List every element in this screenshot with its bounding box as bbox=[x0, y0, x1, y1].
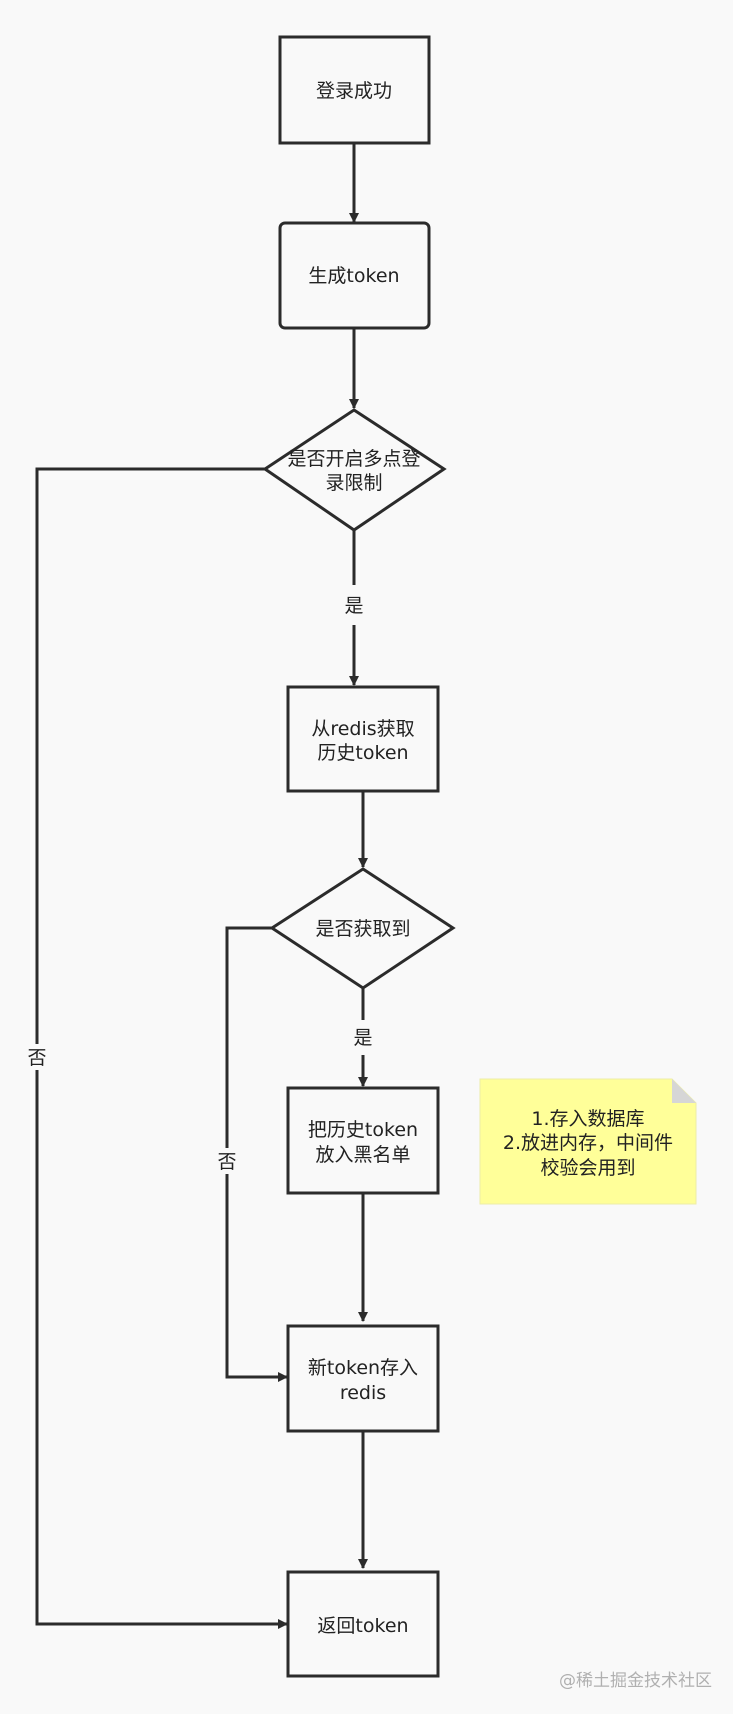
sticky-note-line2: 2.放进内存，中间件 bbox=[503, 1132, 673, 1154]
edge-label-multi-login-yes: 是 bbox=[344, 595, 363, 617]
edge-label-multi-login-no: 否 bbox=[27, 1047, 46, 1069]
node-fetched-check-label: 是否获取到 bbox=[315, 918, 410, 940]
edge-label-fetched-yes: 是 bbox=[353, 1027, 372, 1049]
node-get-history-token-shape bbox=[286, 685, 440, 793]
node-multi-login-check-shape bbox=[262, 408, 447, 532]
sticky-note-line3: 校验会用到 bbox=[540, 1157, 635, 1179]
node-get-history-token-label-line1: 从redis获取 bbox=[311, 718, 414, 740]
edge-label-fetched-no: 否 bbox=[217, 1151, 236, 1173]
node-fetched-check-shape bbox=[269, 867, 456, 990]
watermark: @稀土掘金技术社区 bbox=[559, 1671, 712, 1691]
edge-decision-no bbox=[35, 467, 288, 1629]
node-generate-token: 生成token bbox=[278, 221, 431, 330]
node-login-success-label: 登录成功 bbox=[316, 80, 392, 102]
node-blacklist-token-shape bbox=[286, 1086, 440, 1195]
edge-label-multi-login-no-bg bbox=[25, 1044, 49, 1070]
node-store-new-token-shape bbox=[286, 1324, 440, 1433]
node-blacklist-token-label-line1: 把历史token bbox=[308, 1119, 418, 1141]
node-return-token-label: 返回token bbox=[317, 1615, 408, 1637]
node-store-new-token-label-line2: redis bbox=[340, 1382, 386, 1404]
node-return-token: 返回token bbox=[286, 1570, 440, 1678]
node-multi-login-check-label-line2: 录限制 bbox=[325, 472, 382, 494]
node-fetched-check: 是否获取到 bbox=[269, 867, 456, 990]
node-blacklist-token: 把历史token 放入黑名单 bbox=[286, 1086, 440, 1195]
node-login-success: 登录成功 bbox=[278, 35, 431, 145]
sticky-note-body bbox=[479, 1078, 697, 1205]
sticky-note-line1: 1.存入数据库 bbox=[531, 1108, 644, 1130]
node-multi-login-check-label-line1: 是否开启多点登 bbox=[287, 448, 420, 470]
sticky-note-fold bbox=[672, 1079, 696, 1103]
node-generate-token-label: 生成token bbox=[308, 265, 399, 287]
node-login-success-shape bbox=[278, 35, 431, 145]
node-get-history-token: 从redis获取 历史token bbox=[286, 685, 440, 793]
sticky-note: 1.存入数据库 2.放进内存，中间件 校验会用到 bbox=[479, 1078, 697, 1205]
node-store-new-token-label-line1: 新token存入 bbox=[308, 1357, 418, 1379]
node-get-history-token-label-line2: 历史token bbox=[317, 742, 408, 764]
edge-label-fetched-no-bg bbox=[215, 1148, 239, 1174]
node-multi-login-check: 是否开启多点登 录限制 bbox=[262, 408, 447, 532]
node-return-token-shape bbox=[286, 1570, 440, 1678]
node-blacklist-token-label-line2: 放入黑名单 bbox=[315, 1144, 410, 1166]
node-generate-token-shape bbox=[278, 221, 431, 330]
node-store-new-token: 新token存入 redis bbox=[286, 1324, 440, 1433]
